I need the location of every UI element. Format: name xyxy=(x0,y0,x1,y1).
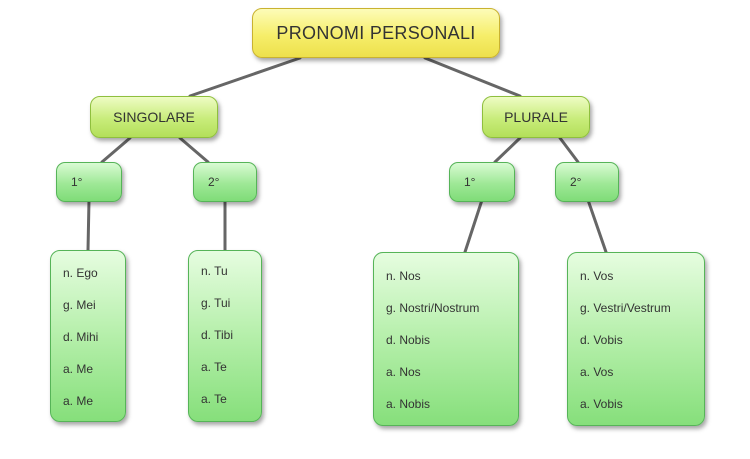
connector-singolare-1 xyxy=(100,136,132,164)
connector-plur2-forms xyxy=(586,198,608,254)
case-form: g. Mei xyxy=(63,298,96,312)
case-form: a. Nobis xyxy=(386,397,431,411)
case-form: a. Me xyxy=(63,394,94,408)
root-node[interactable]: PRONOMI PERSONALI xyxy=(252,8,500,58)
case-form: a. Vos xyxy=(580,365,614,379)
node-singolare-1[interactable]: 1° xyxy=(56,162,122,202)
node-singolare-2[interactable]: 2° xyxy=(193,162,257,202)
person-label: 1° xyxy=(71,175,83,189)
node-singolare[interactable]: SINGOLARE xyxy=(90,96,218,138)
case-form: a. Me xyxy=(63,362,94,376)
connector-plurale-1 xyxy=(493,136,522,164)
case-form: g. Nostri/Nostrum xyxy=(386,301,480,315)
case-form: n. Ego xyxy=(63,266,98,280)
singolare-label: SINGOLARE xyxy=(113,109,195,125)
case-form: a. Vobis xyxy=(580,397,623,411)
plurale-label: PLURALE xyxy=(504,109,568,125)
connector-root-plurale xyxy=(423,56,522,98)
case-form: a. Te xyxy=(201,360,227,374)
root-label: PRONOMI PERSONALI xyxy=(276,22,476,43)
case-form: n. Nos xyxy=(386,269,421,283)
node-plurale-2[interactable]: 2° xyxy=(555,162,619,202)
connector-plur1-forms xyxy=(463,198,484,254)
forms-box-singolare-2[interactable]: n. Tu g. Tui d. Tibi a. Te a. Te xyxy=(188,250,262,422)
case-form: n. Tu xyxy=(201,264,228,278)
connector-root-singolare xyxy=(188,56,302,98)
connector-sing1-forms xyxy=(86,198,91,252)
forms-box-plurale-1[interactable]: n. Nos g. Nostri/Nostrum d. Nobis a. Nos… xyxy=(373,252,519,426)
case-form: d. Mihi xyxy=(63,330,99,344)
forms-box-singolare-1[interactable]: n. Ego g. Mei d. Mihi a. Me a. Me xyxy=(50,250,126,422)
case-form: g. Tui xyxy=(201,296,231,310)
case-form: a. Te xyxy=(201,392,227,406)
node-plurale-1[interactable]: 1° xyxy=(449,162,515,202)
case-form: n. Vos xyxy=(580,269,614,283)
case-form: d. Vobis xyxy=(580,333,623,347)
node-plurale[interactable]: PLURALE xyxy=(482,96,590,138)
connector-plurale-2 xyxy=(558,136,580,164)
person-label: 2° xyxy=(570,175,582,189)
person-label: 2° xyxy=(208,175,220,189)
person-label: 1° xyxy=(464,175,476,189)
case-form: d. Tibi xyxy=(201,328,234,342)
connector-singolare-2 xyxy=(178,136,210,164)
forms-box-plurale-2[interactable]: n. Vos g. Vestri/Vestrum d. Vobis a. Vos… xyxy=(567,252,705,426)
case-form: d. Nobis xyxy=(386,333,431,347)
case-form: a. Nos xyxy=(386,365,421,379)
case-form: g. Vestri/Vestrum xyxy=(580,301,671,315)
